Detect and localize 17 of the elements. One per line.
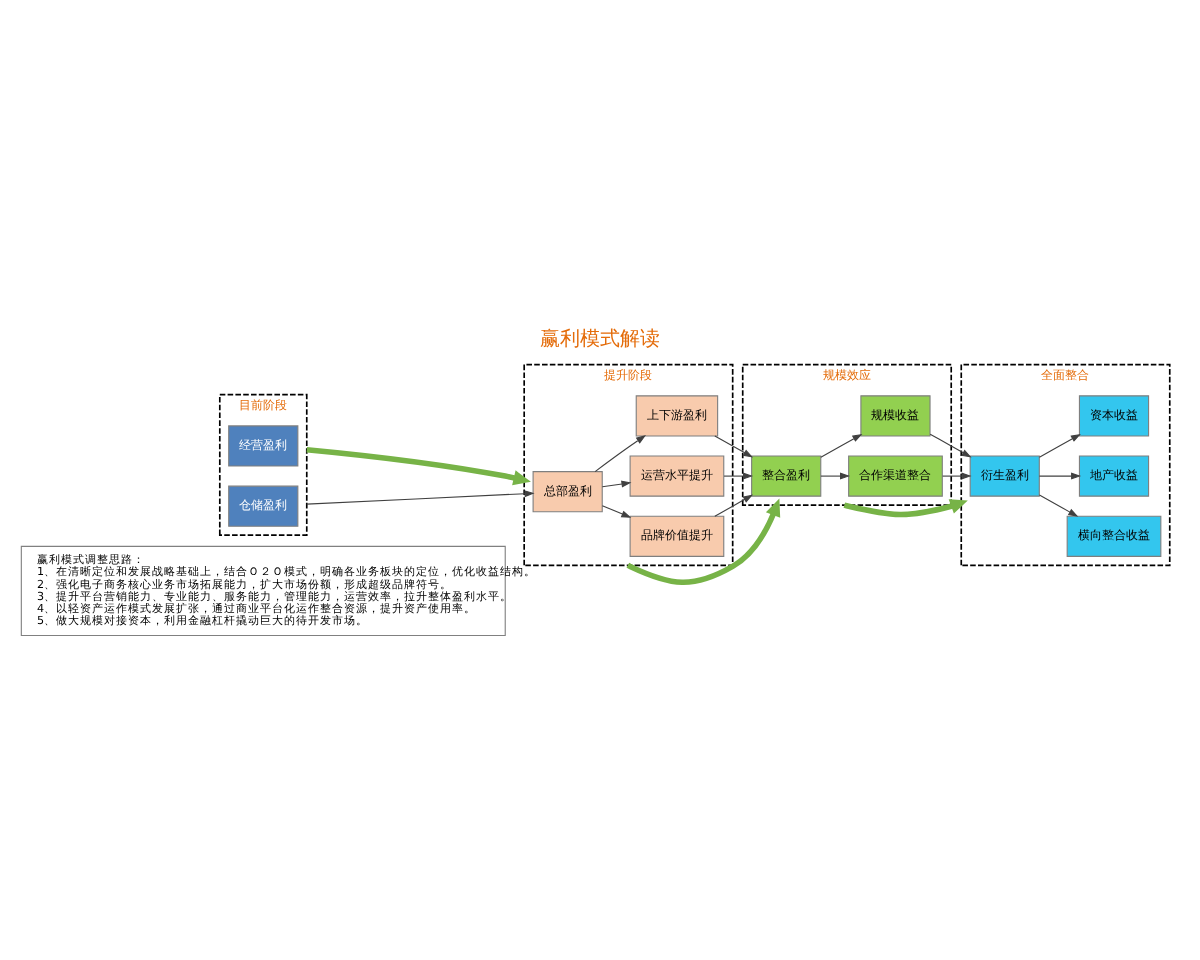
arrow bbox=[1038, 472, 1082, 480]
arrow bbox=[601, 480, 632, 488]
arrow bbox=[843, 499, 968, 518]
arrow bbox=[723, 472, 754, 480]
arrow bbox=[820, 433, 863, 458]
diagram-title: 赢利模式解读 bbox=[540, 328, 660, 351]
arrow bbox=[601, 505, 632, 518]
arrow bbox=[1038, 494, 1079, 517]
arrow bbox=[942, 472, 972, 480]
arrow bbox=[929, 433, 972, 458]
arrow bbox=[594, 435, 647, 473]
arrow bbox=[306, 446, 531, 486]
arrow bbox=[714, 435, 754, 458]
arrow bbox=[820, 472, 851, 480]
arrow bbox=[306, 490, 535, 505]
arrow bbox=[1038, 433, 1081, 458]
arrow bbox=[714, 494, 754, 517]
